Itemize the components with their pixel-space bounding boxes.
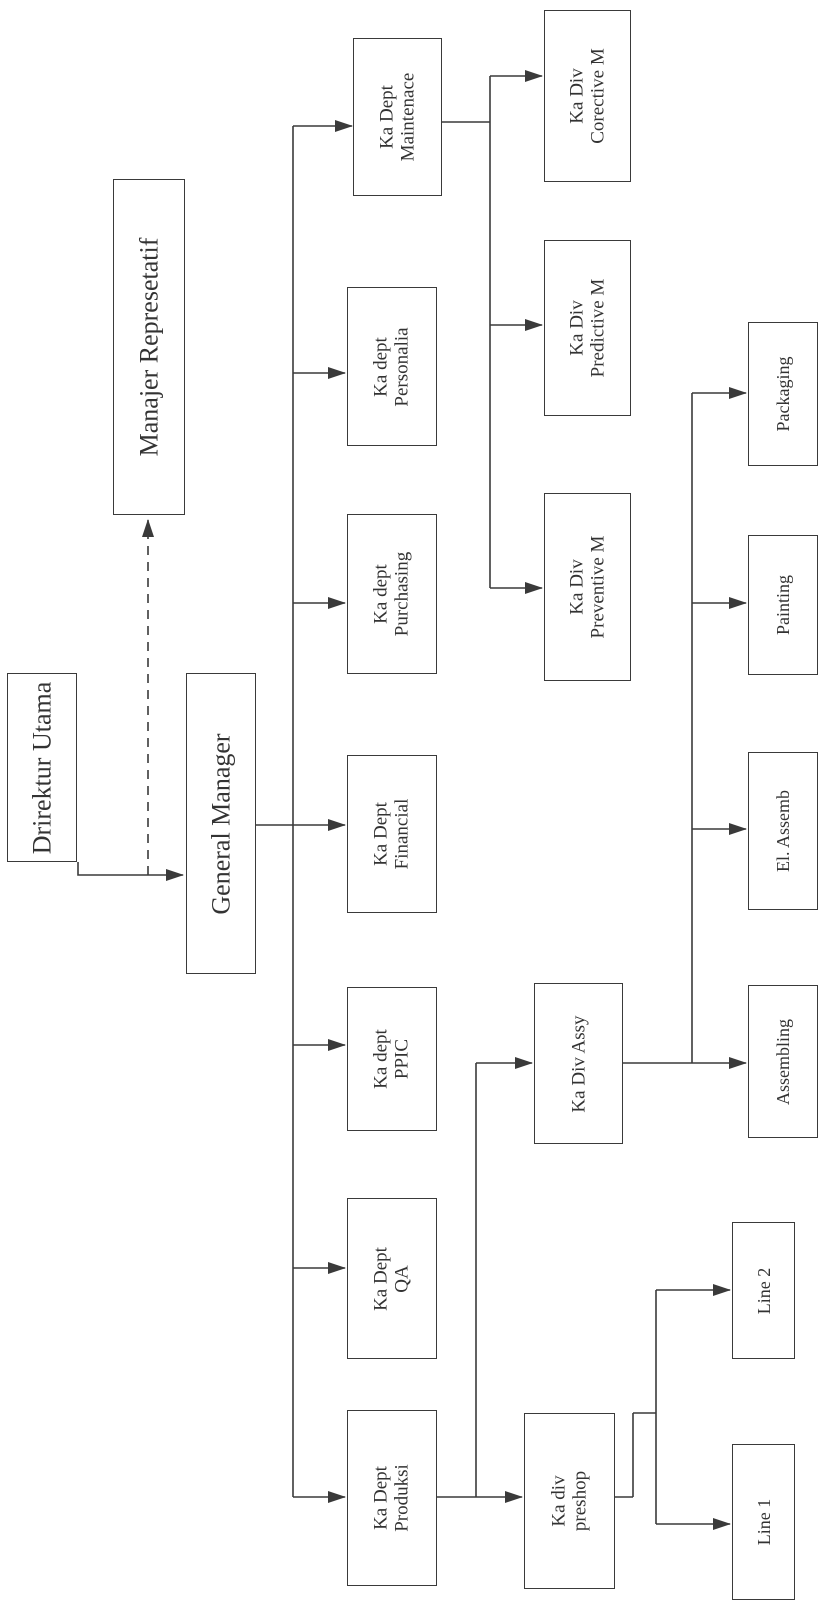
node-div-assy: Ka Div Assy: [534, 983, 623, 1144]
line-1-label: Line 1: [753, 1498, 774, 1546]
node-el-assemb: El. Assemb: [748, 752, 818, 910]
node-assembling: Assembling: [748, 985, 818, 1138]
node-manajer-represetatif: Manajer Represetatif: [113, 179, 185, 515]
node-general-manager: General Manager: [186, 673, 256, 974]
node-line-1: Line 1: [732, 1444, 795, 1600]
node-direktur-utama: Drirektur Utama: [7, 673, 77, 862]
packaging-label: Packaging: [772, 356, 793, 432]
assembling-label: Assembling: [772, 1018, 793, 1105]
div-assy-label: Ka Div Assy: [567, 1014, 589, 1113]
manajer-represetatif-label: Manajer Represetatif: [134, 237, 164, 457]
arrow-direktur-to-gm: [77, 862, 184, 881]
node-painting: Painting: [748, 535, 818, 675]
node-packaging: Packaging: [748, 322, 818, 466]
line-2-label: Line 2: [753, 1267, 774, 1314]
painting-label: Painting: [772, 574, 793, 636]
node-line-2: Line 2: [732, 1222, 795, 1359]
el-assemb-label: El. Assemb: [772, 789, 793, 873]
direktur-utama-label: Drirektur Utama: [27, 681, 57, 854]
general-manager-label: General Manager: [206, 732, 236, 915]
